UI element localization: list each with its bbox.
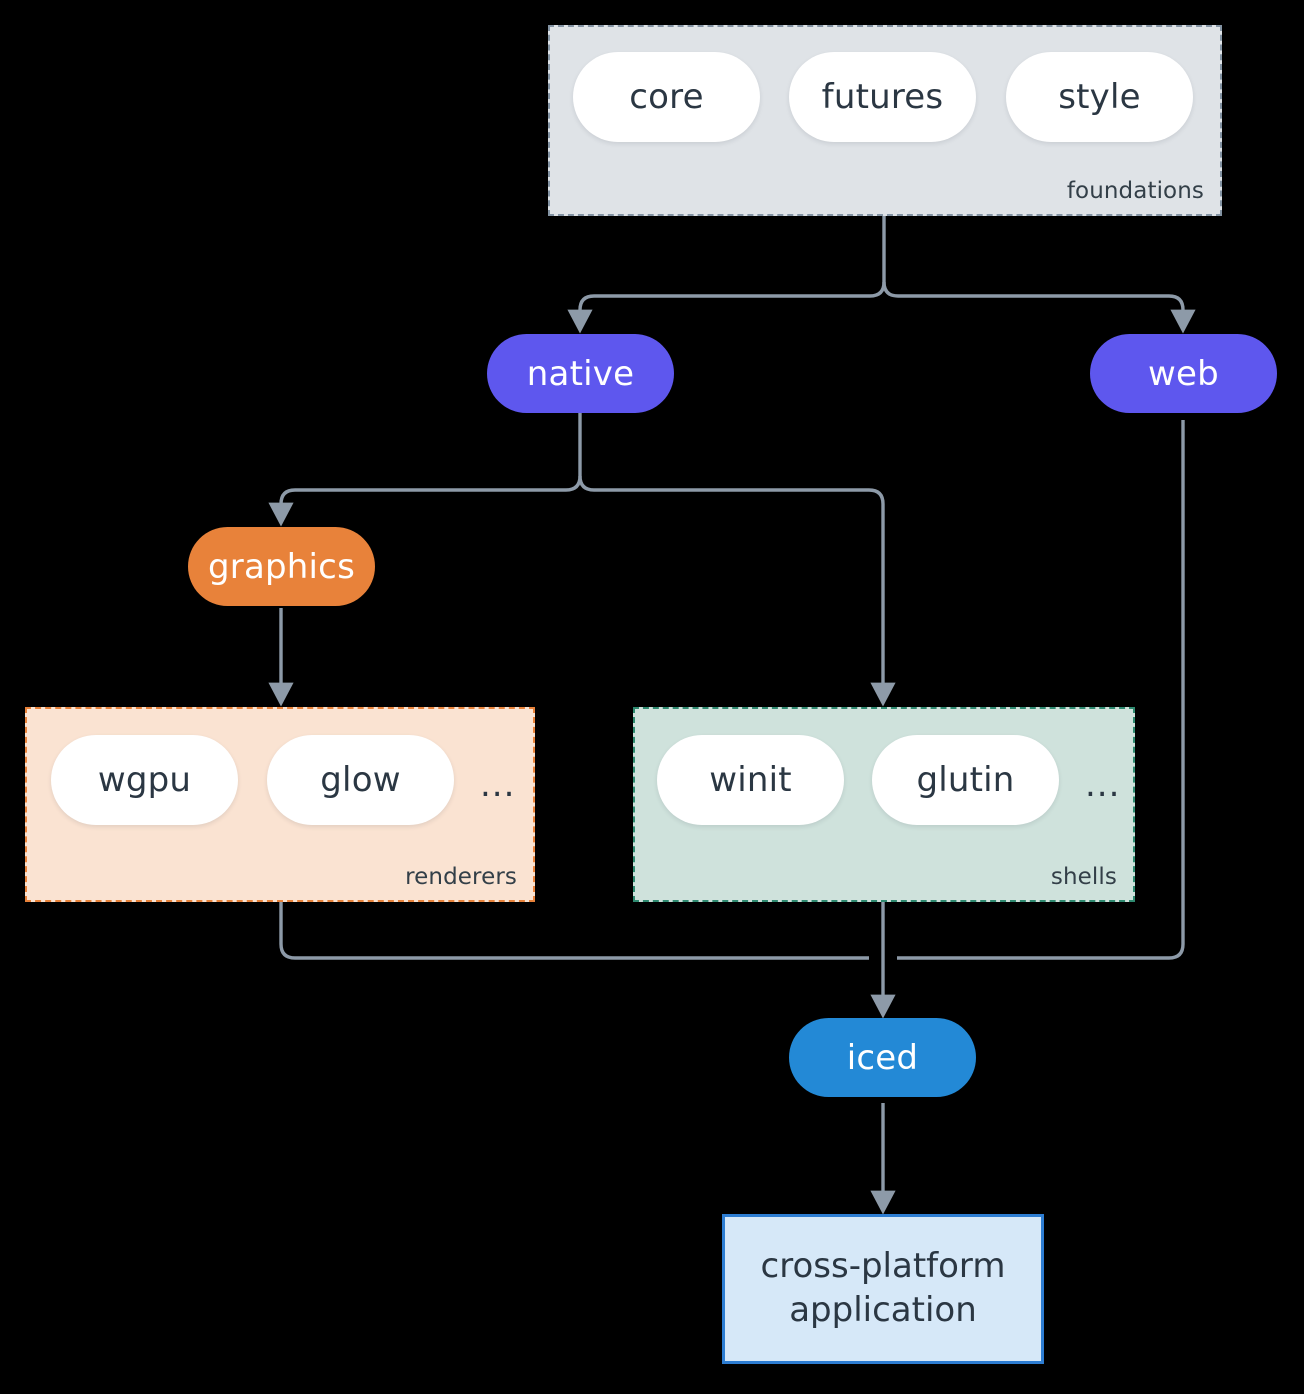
node-label-glow: glow <box>320 760 401 800</box>
group-label-foundations: foundations <box>1066 178 1204 204</box>
edge-foundations-web <box>882 281 1196 334</box>
node-graphics[interactable]: graphics <box>188 527 375 606</box>
node-style[interactable]: style <box>1006 52 1193 142</box>
edge-native-graphics <box>268 475 582 527</box>
node-iced[interactable]: iced <box>789 1018 976 1097</box>
node-futures[interactable]: futures <box>789 52 976 142</box>
group-label-shells: shells <box>1050 864 1117 890</box>
shells-ellipsis: ... <box>1085 765 1121 805</box>
node-core[interactable]: core <box>573 52 760 142</box>
node-glutin[interactable]: glutin <box>872 735 1059 825</box>
node-label-glutin: glutin <box>916 760 1015 800</box>
node-label-winit: winit <box>709 760 792 800</box>
node-label-native: native <box>526 353 635 394</box>
node-wgpu[interactable]: wgpu <box>51 735 238 825</box>
node-label-graphics: graphics <box>208 546 355 587</box>
node-label-futures: futures <box>821 77 944 117</box>
node-label-core: core <box>629 77 704 117</box>
group-label-renderers: renderers <box>405 864 517 890</box>
node-native[interactable]: native <box>487 334 674 413</box>
node-winit[interactable]: winit <box>657 735 844 825</box>
node-web[interactable]: web <box>1090 334 1277 413</box>
node-label-wgpu: wgpu <box>97 760 192 800</box>
node-glow[interactable]: glow <box>267 735 454 825</box>
node-label-iced: iced <box>846 1037 919 1078</box>
edge-renderers-iced <box>279 902 869 960</box>
node-label-web: web <box>1148 353 1219 394</box>
node-cross-platform-application[interactable]: cross-platform application <box>722 1214 1044 1364</box>
app-label-line1: cross-platform <box>760 1246 1006 1287</box>
renderers-ellipsis: ... <box>480 765 516 805</box>
node-label-style: style <box>1058 77 1141 117</box>
edge-foundations-native <box>567 281 886 334</box>
app-label-line2: application <box>789 1290 977 1330</box>
edge-native-shells <box>578 475 896 707</box>
